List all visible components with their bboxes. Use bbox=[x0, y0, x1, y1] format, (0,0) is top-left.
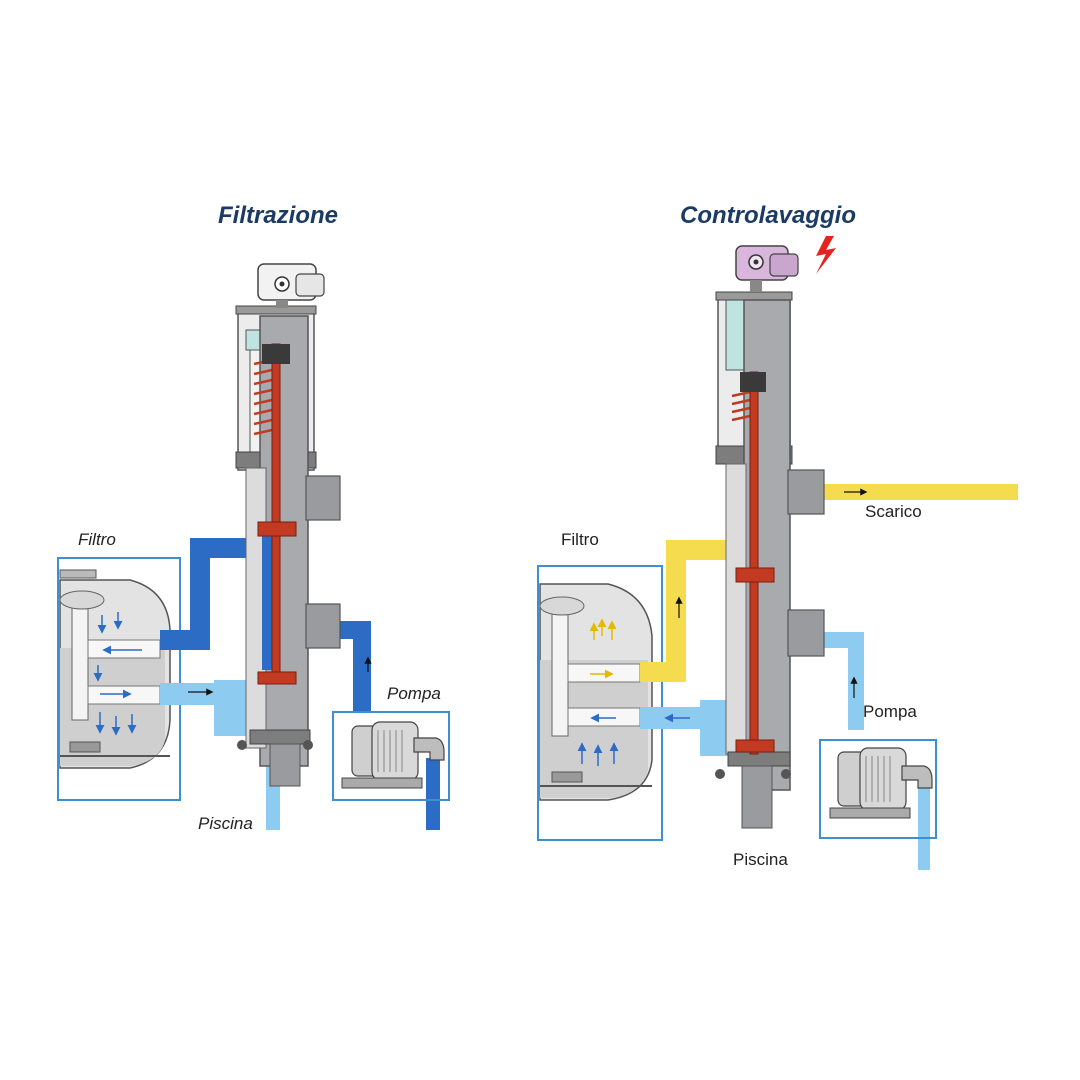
pump-icon bbox=[819, 739, 937, 839]
right-panel bbox=[537, 236, 1018, 870]
valve-body-left bbox=[235, 305, 341, 787]
right-drain-label: Scarico bbox=[865, 502, 922, 521]
lightning-bolt-icon bbox=[816, 236, 836, 274]
left-pool-label: Piscina bbox=[198, 814, 253, 833]
flow-arrow-icon bbox=[577, 618, 619, 766]
sand-filter-icon bbox=[537, 565, 663, 841]
flow-arrow-icon bbox=[93, 612, 142, 736]
left-panel bbox=[57, 263, 450, 830]
right-filter-label: Filtro bbox=[561, 530, 599, 549]
right-pump-label: Pompa bbox=[863, 702, 917, 721]
right-pool-label: Piscina bbox=[733, 850, 788, 869]
right-panel-title: Controlavaggio bbox=[680, 202, 857, 229]
right-water-pipes bbox=[640, 470, 1018, 870]
actuator-icon bbox=[257, 263, 325, 308]
left-filter-label: Filtro bbox=[78, 530, 116, 549]
left-pump-label: Pompa bbox=[387, 684, 441, 703]
left-panel-title: Filtrazione bbox=[218, 202, 339, 229]
valve-body-right bbox=[715, 291, 825, 829]
sand-filter-icon bbox=[57, 557, 181, 801]
actuator-active-icon bbox=[735, 245, 799, 292]
pump-icon bbox=[332, 711, 450, 801]
